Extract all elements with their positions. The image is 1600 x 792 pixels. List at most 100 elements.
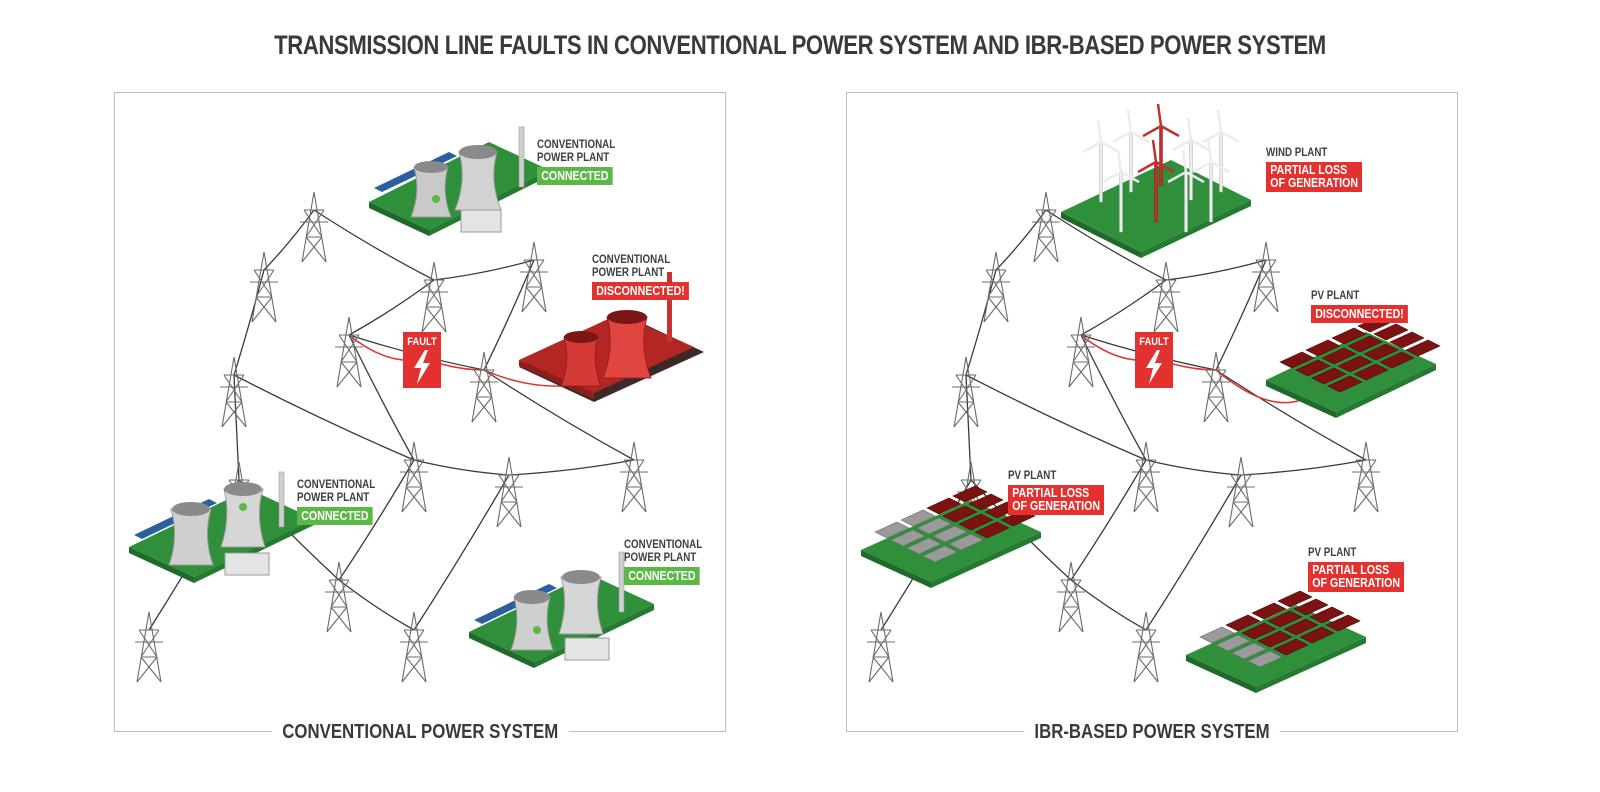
solar-panel-icon <box>1321 347 1357 365</box>
solar-panel-icon <box>926 497 962 515</box>
panel-caption-text: CONVENTIONAL POWER SYSTEM <box>271 721 569 744</box>
transmission-line <box>313 209 435 281</box>
plant-2-label: CONVENTIONAL POWER PLANT DISCONNECTED! <box>592 254 690 300</box>
status-badge: CONNECTED <box>537 167 613 185</box>
conventional-plant-1 <box>369 126 549 236</box>
faulted-line <box>348 334 404 361</box>
solar-panel-icon <box>922 545 958 563</box>
transmission-tower-icon <box>620 441 648 513</box>
solar-panel-icon <box>1277 590 1313 608</box>
transmission-line <box>1070 579 1147 631</box>
transmission-tower-icon <box>1067 316 1095 388</box>
plant-name: PV PLANT <box>1308 547 1357 559</box>
plant-name-line1: CONVENTIONAL <box>592 254 671 266</box>
wind-turbine-icon <box>1202 109 1240 193</box>
transmission-tower-icon <box>400 441 428 513</box>
status-line1: PARTIAL LOSS <box>1012 486 1090 500</box>
pv-plant-1-label: PV PLANT DISCONNECTED! <box>1311 290 1409 323</box>
panel-caption: CONVENTIONAL POWER SYSTEM <box>114 721 726 744</box>
wind-turbine-icon <box>1167 149 1205 233</box>
transmission-line <box>233 374 415 461</box>
plant-4-label: CONVENTIONAL POWER PLANT CONNECTED <box>624 539 702 585</box>
transmission-line <box>413 474 510 631</box>
transmission-line <box>1080 334 1147 461</box>
solar-panel-icon <box>1327 375 1363 393</box>
solar-panel-icon <box>900 509 936 527</box>
transmission-line <box>348 279 435 336</box>
solar-panel-icon <box>1295 359 1331 377</box>
solar-panel-icon <box>968 493 1004 511</box>
solar-panel-icon <box>974 521 1010 539</box>
wind-plant-label: WIND PLANT PARTIAL LOSS OF GENERATION <box>1266 147 1363 192</box>
plant-name: PV PLANT <box>1311 290 1360 302</box>
wind-turbine-icon <box>1112 109 1150 193</box>
transmission-tower-icon <box>1057 561 1085 633</box>
conventional-plant-2 <box>519 272 704 402</box>
solar-panel-icon <box>1305 339 1341 357</box>
wind-turbine-icon <box>1137 139 1175 223</box>
transmission-tower-icon <box>1227 456 1255 528</box>
solar-panel-icon <box>1405 339 1441 357</box>
solar-panel-icon <box>958 513 994 531</box>
solar-panel-icon <box>1309 606 1345 624</box>
status-line1: PARTIAL LOSS <box>1312 563 1390 577</box>
transmission-tower-icon <box>1252 241 1280 313</box>
transmission-tower-icon <box>1352 441 1380 513</box>
solar-panel-icon <box>952 485 988 503</box>
conventional-plant-3 <box>129 471 314 583</box>
transmission-line <box>338 579 415 631</box>
plant-name-line1: CONVENTIONAL <box>624 539 703 551</box>
transmission-line <box>1070 459 1147 581</box>
transmission-tower-icon <box>400 611 428 683</box>
transmission-tower-icon <box>520 241 548 313</box>
solar-panel-icon <box>1373 323 1409 341</box>
solar-panel-icon <box>1293 598 1329 616</box>
status-badge: DISCONNECTED! <box>1311 305 1409 323</box>
transmission-line <box>433 259 535 281</box>
solar-panel-icon <box>1389 331 1425 349</box>
status-badge: PARTIAL LOSS OF GENERATION <box>1308 562 1405 592</box>
pv-plant-3-label: PV PLANT PARTIAL LOSS OF GENERATION <box>1308 547 1405 592</box>
plant-1-label: CONVENTIONAL POWER PLANT CONNECTED <box>537 139 615 185</box>
figure-title: TRANSMISSION LINE FAULTS IN CONVENTIONAL… <box>274 30 1326 60</box>
transmission-line <box>995 209 1047 271</box>
transmission-tower-icon <box>1152 261 1180 333</box>
transmission-line <box>263 209 315 271</box>
conventional-panel: CONVENTIONAL POWER PLANT CONNECTED CONVE… <box>114 92 726 744</box>
solar-panel-icon <box>1231 642 1267 660</box>
solar-panel-icon <box>1337 355 1373 373</box>
solar-panel-icon <box>890 529 926 547</box>
transmission-line <box>1165 259 1267 281</box>
plant-name-line1: CONVENTIONAL <box>297 479 376 491</box>
transmission-line <box>1045 209 1167 281</box>
transmission-tower-icon <box>300 191 328 263</box>
transmission-tower-icon <box>867 611 895 683</box>
cooling-tower-icon <box>168 482 266 566</box>
transmission-tower-icon <box>335 316 363 388</box>
solar-panel-icon <box>1379 351 1415 369</box>
solar-panel-icon <box>1257 630 1293 648</box>
transmission-line <box>1080 279 1167 336</box>
transmission-line <box>1145 474 1242 631</box>
transmission-tower-icon <box>952 356 980 428</box>
solar-panel-icon <box>1267 610 1303 628</box>
transmission-line <box>483 369 635 461</box>
status-line2: OF GENERATION <box>1270 176 1359 190</box>
transmission-line <box>413 459 510 476</box>
transmission-tower-icon <box>470 351 498 423</box>
solar-panel-icon <box>1215 634 1251 652</box>
solar-panel-icon <box>1283 618 1319 636</box>
transmission-line <box>965 374 1147 461</box>
solar-panel-icon <box>932 525 968 543</box>
solar-panel-icon <box>1299 626 1335 644</box>
transmission-tower-icon <box>1202 351 1230 423</box>
status-badge: PARTIAL LOSS OF GENERATION <box>1008 485 1105 515</box>
solar-panel-icon <box>1225 614 1261 632</box>
transmission-line <box>965 269 997 376</box>
transmission-line <box>338 459 415 581</box>
plant-name-line2: POWER PLANT <box>537 152 610 164</box>
transmission-line <box>1240 459 1367 476</box>
status-line2: OF GENERATION <box>1012 499 1101 513</box>
solar-panel-icon <box>916 517 952 535</box>
plant-name: PV PLANT <box>1008 470 1057 482</box>
